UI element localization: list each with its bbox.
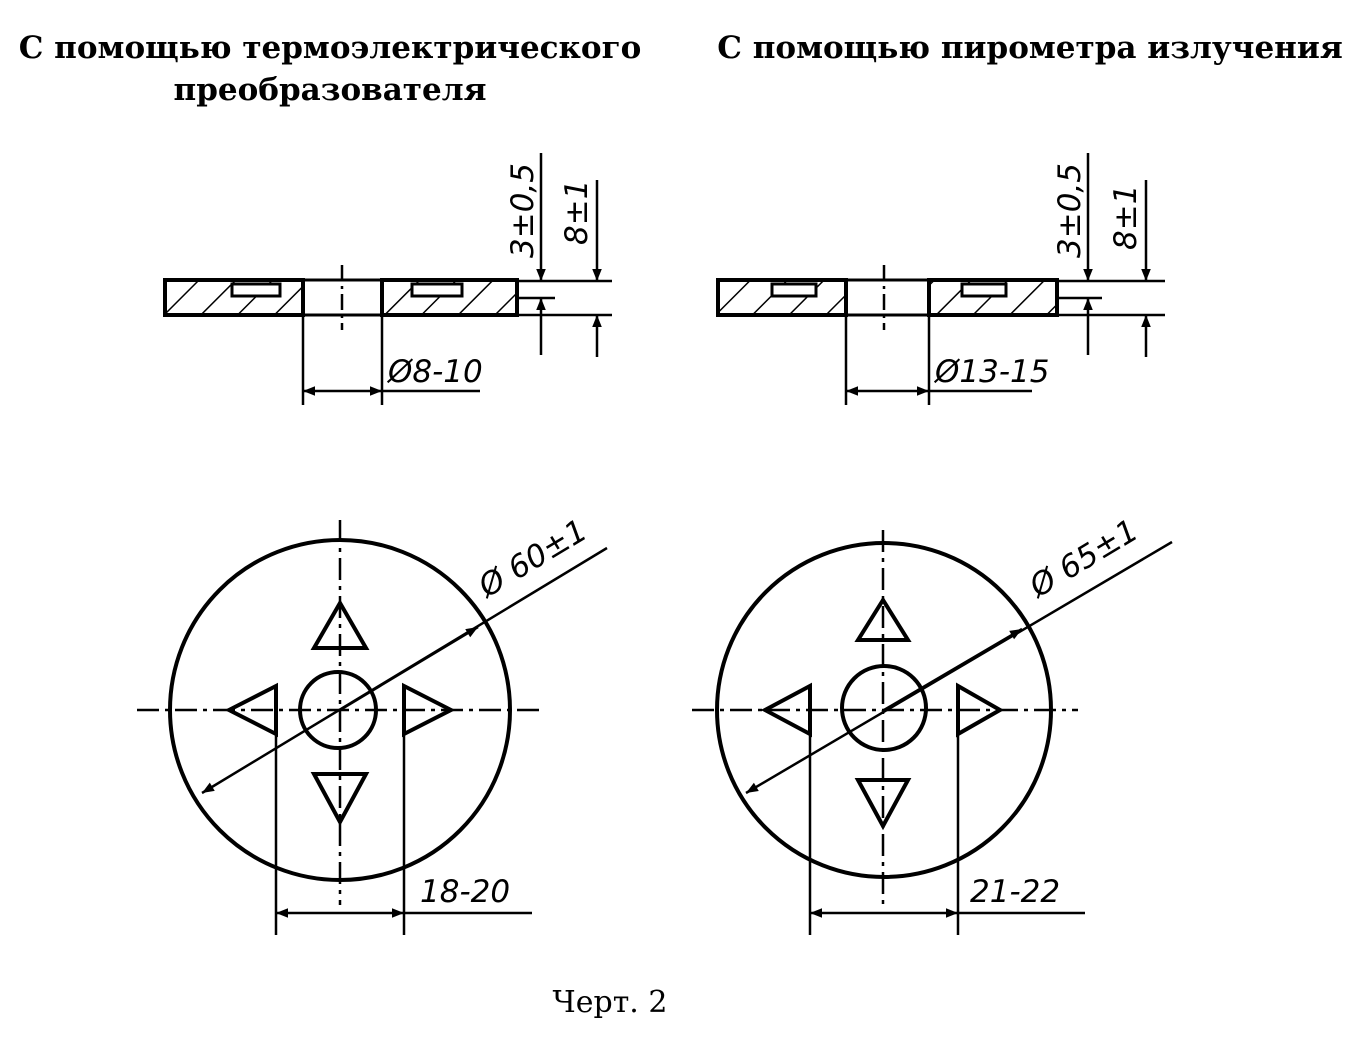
right-section-view xyxy=(716,153,1165,405)
heading-thermoelectric: С помощью термоэлектрического преобразов… xyxy=(0,27,660,111)
right-triangle-top xyxy=(854,596,912,642)
right-outer-diameter-dimension: Ø 65±1 xyxy=(1022,513,1145,606)
left-slot-1 xyxy=(230,282,282,298)
right-slot-2 xyxy=(960,282,1008,298)
right-triangle-left xyxy=(760,682,812,738)
left-spacing-dimension: 18-20 xyxy=(420,874,510,910)
heading-thermoelectric-line2: преобразователя xyxy=(173,72,487,108)
left-triangle-left xyxy=(224,682,278,738)
left-plan-view xyxy=(137,520,608,935)
right-slot-1 xyxy=(770,282,818,298)
right-hole-dimension: Ø13-15 xyxy=(933,354,1049,390)
left-triangle-top xyxy=(310,599,370,650)
figure-caption: Черт. 2 xyxy=(552,985,668,1020)
left-hole-dimension: Ø8-10 xyxy=(386,354,483,390)
heading-pyrometer: С помощью пирометра излучения xyxy=(700,27,1360,69)
left-depth-dimension: 8±1 xyxy=(559,180,595,245)
heading-thermoelectric-line1: С помощью термоэлектрического xyxy=(18,30,642,66)
right-depth-dimension: 8±1 xyxy=(1108,185,1144,250)
left-triangle-bottom xyxy=(310,772,370,827)
left-slot-2 xyxy=(410,282,464,298)
right-triangle-right xyxy=(956,682,1005,738)
right-plan-view xyxy=(692,530,1173,935)
left-thickness-dimension: 3±0,5 xyxy=(505,163,541,258)
right-spacing-dimension: 21-22 xyxy=(970,874,1060,910)
left-section-view xyxy=(163,153,612,405)
left-triangle-right xyxy=(402,682,456,738)
right-triangle-bottom xyxy=(854,778,912,831)
right-thickness-dimension: 3±0,5 xyxy=(1052,163,1088,258)
heading-pyrometer-line1: С помощью пирометра излучения xyxy=(717,30,1343,66)
